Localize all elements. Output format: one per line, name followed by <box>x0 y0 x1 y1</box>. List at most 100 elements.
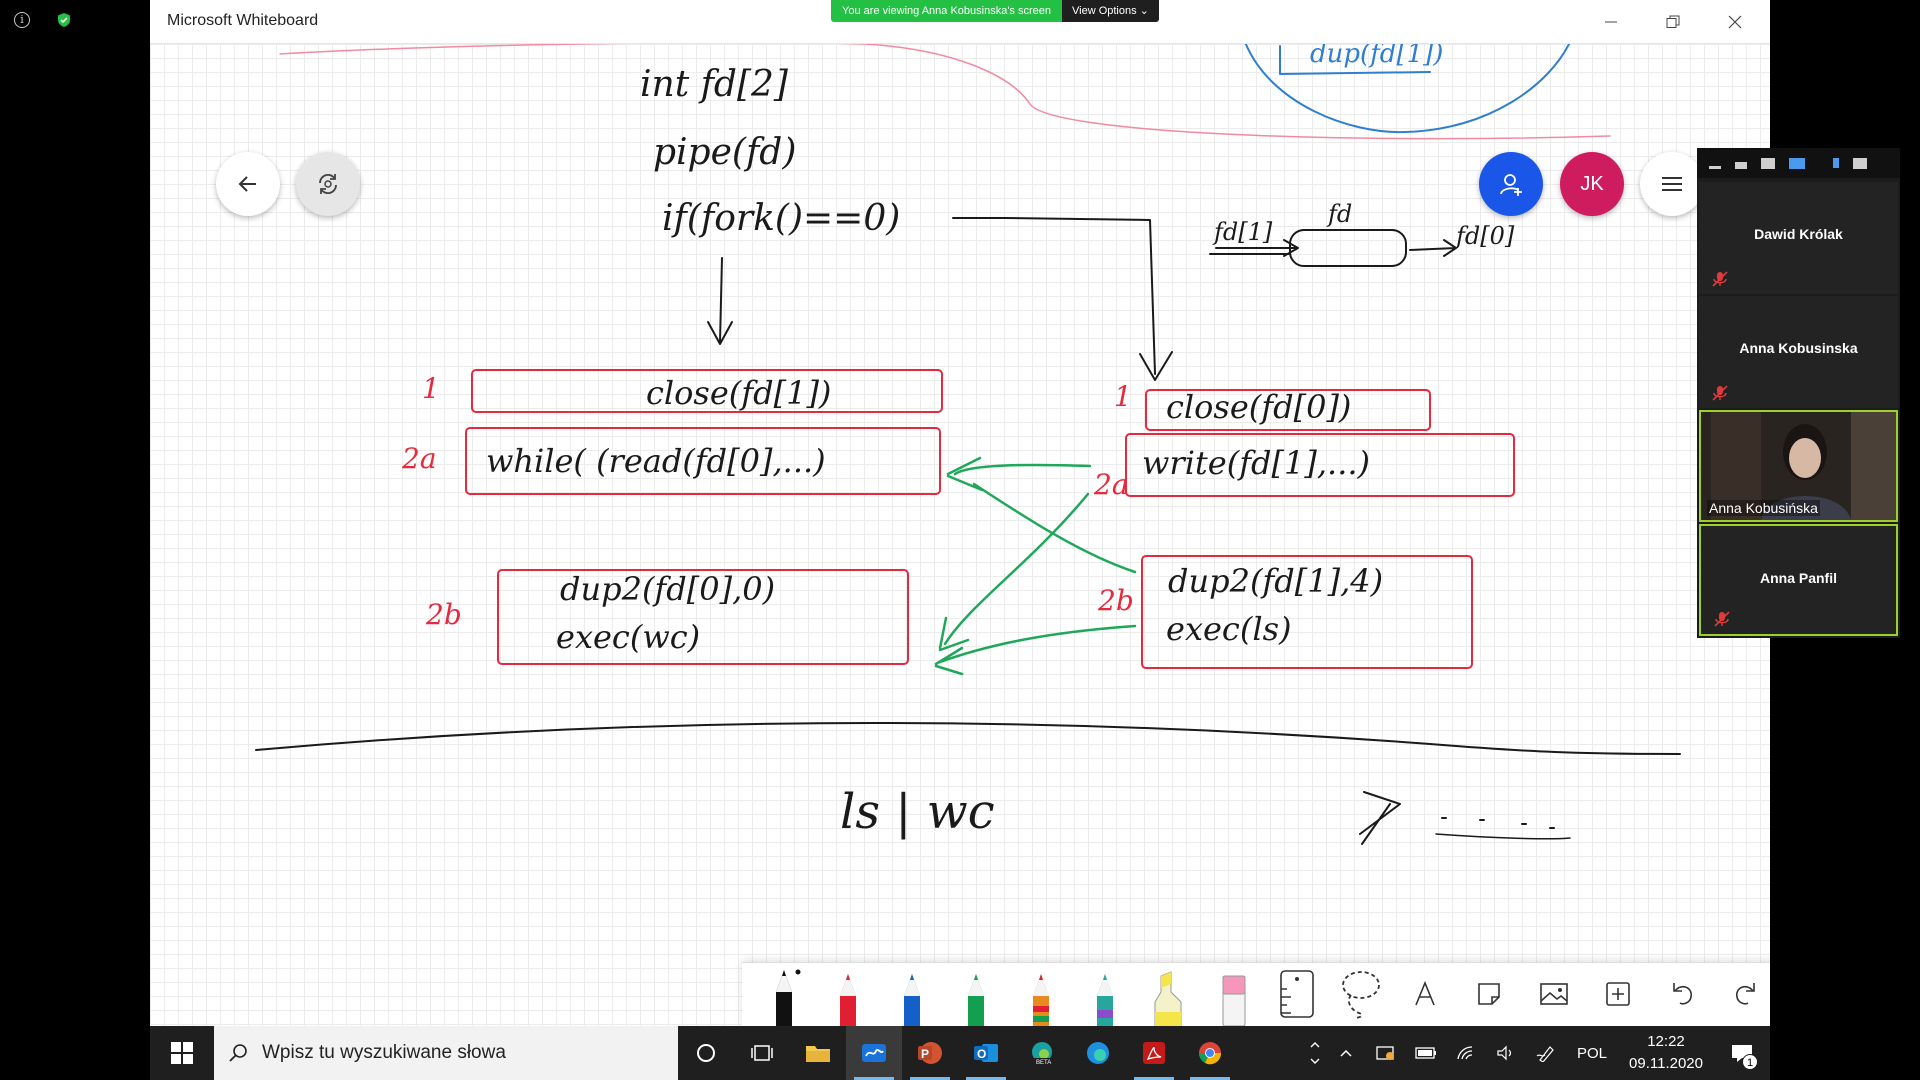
image-tool[interactable] <box>1522 962 1586 1026</box>
user-avatar[interactable]: JK <box>1560 152 1624 216</box>
svg-text:2a: 2a <box>1093 468 1129 501</box>
cortana-button[interactable] <box>678 1026 734 1080</box>
chevron-down-icon: ⌄ <box>1139 5 1149 17</box>
add-content-tool[interactable] <box>1586 962 1650 1026</box>
participant-tile[interactable]: Anna Kobusinska <box>1699 296 1898 408</box>
chrome-icon <box>1198 1042 1222 1065</box>
task-view-button[interactable] <box>734 1026 790 1080</box>
redo-button[interactable] <box>1714 962 1770 1026</box>
svg-text:exec(wc): exec(wc) <box>556 618 700 656</box>
view-options-button[interactable]: View Options ⌄ <box>1062 0 1159 22</box>
powerpoint-icon: P <box>918 1042 942 1064</box>
ruler-tool[interactable] <box>1265 962 1329 1026</box>
menu-button[interactable] <box>1640 152 1704 216</box>
svg-text:pipe(fd): pipe(fd) <box>653 132 796 173</box>
mic-muted-icon <box>1712 271 1728 287</box>
minimize-view-icon[interactable] <box>1709 165 1721 169</box>
clock-date: 09.11.2020 <box>1629 1055 1703 1072</box>
lasso-icon <box>1342 971 1381 1019</box>
participant-tile[interactable]: Anna Panfil <box>1699 524 1898 636</box>
share-message: You are viewing Anna Kobusinska's screen <box>831 0 1062 22</box>
clock[interactable]: 12:22 09.11.2020 <box>1618 1031 1714 1075</box>
svg-text:ls | wc: ls | wc <box>840 784 995 840</box>
acrobat-app[interactable] <box>1126 1026 1182 1080</box>
language-indicator[interactable]: POL <box>1576 1044 1607 1062</box>
participant-tile[interactable]: Dawid Królak <box>1699 182 1898 294</box>
taskbar-scroll-button[interactable] <box>1304 1026 1326 1080</box>
black-pen-tool[interactable] <box>752 962 816 1026</box>
network-button[interactable] <box>1446 1026 1486 1080</box>
text-tool[interactable] <box>1393 962 1457 1026</box>
whiteboard-app[interactable] <box>846 1026 902 1080</box>
next-page-icon[interactable] <box>1833 158 1839 168</box>
full-view-icon[interactable] <box>1761 157 1775 169</box>
chevron-up-down-icon <box>1310 1042 1320 1064</box>
galaxy-pen-icon <box>1096 974 1113 1026</box>
windows-logo-icon <box>171 1042 193 1064</box>
svg-text:write(fd[1],...): write(fd[1],...) <box>1142 444 1370 482</box>
edge-beta-app[interactable]: BETA <box>1014 1026 1070 1080</box>
app-title: Microsoft Whiteboard <box>167 12 319 29</box>
whiteboard-app-icon <box>862 1044 886 1062</box>
battery-button[interactable] <box>1406 1026 1446 1080</box>
blue-pen-tool[interactable] <box>880 962 944 1026</box>
file-explorer-app[interactable] <box>790 1026 846 1080</box>
edge-app[interactable] <box>1070 1026 1126 1080</box>
green-pen-icon <box>968 974 985 1026</box>
start-button[interactable] <box>150 1026 214 1080</box>
chrome-app[interactable] <box>1182 1026 1238 1080</box>
mic-muted-icon <box>1714 611 1730 627</box>
highlighter-tool[interactable] <box>1137 962 1201 1026</box>
strip-view-icon[interactable] <box>1735 161 1747 169</box>
rainbow-pen-tool[interactable] <box>1009 962 1073 1026</box>
rainbow-pen-icon <box>1032 974 1049 1026</box>
close-button[interactable] <box>1712 4 1758 40</box>
outlook-app[interactable]: O <box>958 1026 1014 1080</box>
undo-button[interactable] <box>1650 962 1714 1026</box>
gallery-view-icon[interactable] <box>1789 157 1805 169</box>
sync-button[interactable] <box>296 152 360 216</box>
minimize-button[interactable] <box>1588 4 1634 40</box>
show-hidden-icons-button[interactable] <box>1326 1026 1366 1080</box>
tray-app-button[interactable] <box>1366 1026 1406 1080</box>
svg-text:int fd[2]: int fd[2] <box>640 64 789 105</box>
red-pen-tool[interactable] <box>816 962 880 1026</box>
note-tool[interactable] <box>1457 962 1521 1026</box>
pen-workspace-button[interactable] <box>1526 1026 1566 1080</box>
galaxy-pen-tool[interactable] <box>1073 962 1137 1026</box>
svg-text:P: P <box>921 1047 929 1061</box>
notifications-button[interactable]: 1 <box>1714 1026 1770 1080</box>
battery-icon <box>1415 1047 1436 1059</box>
shield-icon[interactable] <box>56 12 72 28</box>
svg-text:2b: 2b <box>1097 584 1134 617</box>
lasso-tool[interactable] <box>1329 962 1393 1026</box>
panel-view-controls <box>1697 148 1900 178</box>
participant-name: Anna Kobusińska <box>1707 500 1820 516</box>
whiteboard-canvas[interactable]: dup(fd[1]) int fd[2] pipe(fd) if(fork()=… <box>150 44 1770 1026</box>
green-pen-tool[interactable] <box>944 962 1008 1026</box>
info-icon[interactable]: i <box>14 12 30 28</box>
clock-time: 12:22 <box>1647 1033 1685 1050</box>
svg-text:2b: 2b <box>425 598 462 631</box>
edge-icon <box>1087 1042 1109 1064</box>
search-placeholder: Wpisz tu wyszukiwane słowa <box>262 1042 506 1063</box>
back-button[interactable] <box>216 152 280 216</box>
invite-button[interactable] <box>1479 152 1543 216</box>
volume-button[interactable] <box>1486 1026 1526 1080</box>
taskbar-search[interactable]: Wpisz tu wyszukiwane słowa <box>214 1026 678 1080</box>
ink-drawing[interactable]: dup(fd[1]) int fd[2] pipe(fd) if(fork()=… <box>150 44 1770 1026</box>
svg-text:close(fd[1]): close(fd[1]) <box>646 374 831 412</box>
powerpoint-app[interactable]: P <box>902 1026 958 1080</box>
pen-icon <box>1536 1046 1554 1062</box>
redo-icon <box>1736 983 1755 1005</box>
exit-view-icon[interactable] <box>1853 157 1867 169</box>
eraser-tool[interactable] <box>1201 962 1265 1026</box>
minimize-icon <box>1605 21 1617 23</box>
plus-box-icon <box>1605 982 1630 1006</box>
highlighter-icon <box>1154 971 1182 1026</box>
whiteboard-window: Microsoft Whiteboard dup(fd[1]) int fd[2… <box>150 0 1770 1026</box>
restore-button[interactable] <box>1650 4 1696 40</box>
mic-muted-icon <box>1712 385 1728 401</box>
participant-video-tile[interactable]: Anna Kobusińska <box>1699 410 1898 522</box>
red-pen-icon <box>840 974 857 1026</box>
